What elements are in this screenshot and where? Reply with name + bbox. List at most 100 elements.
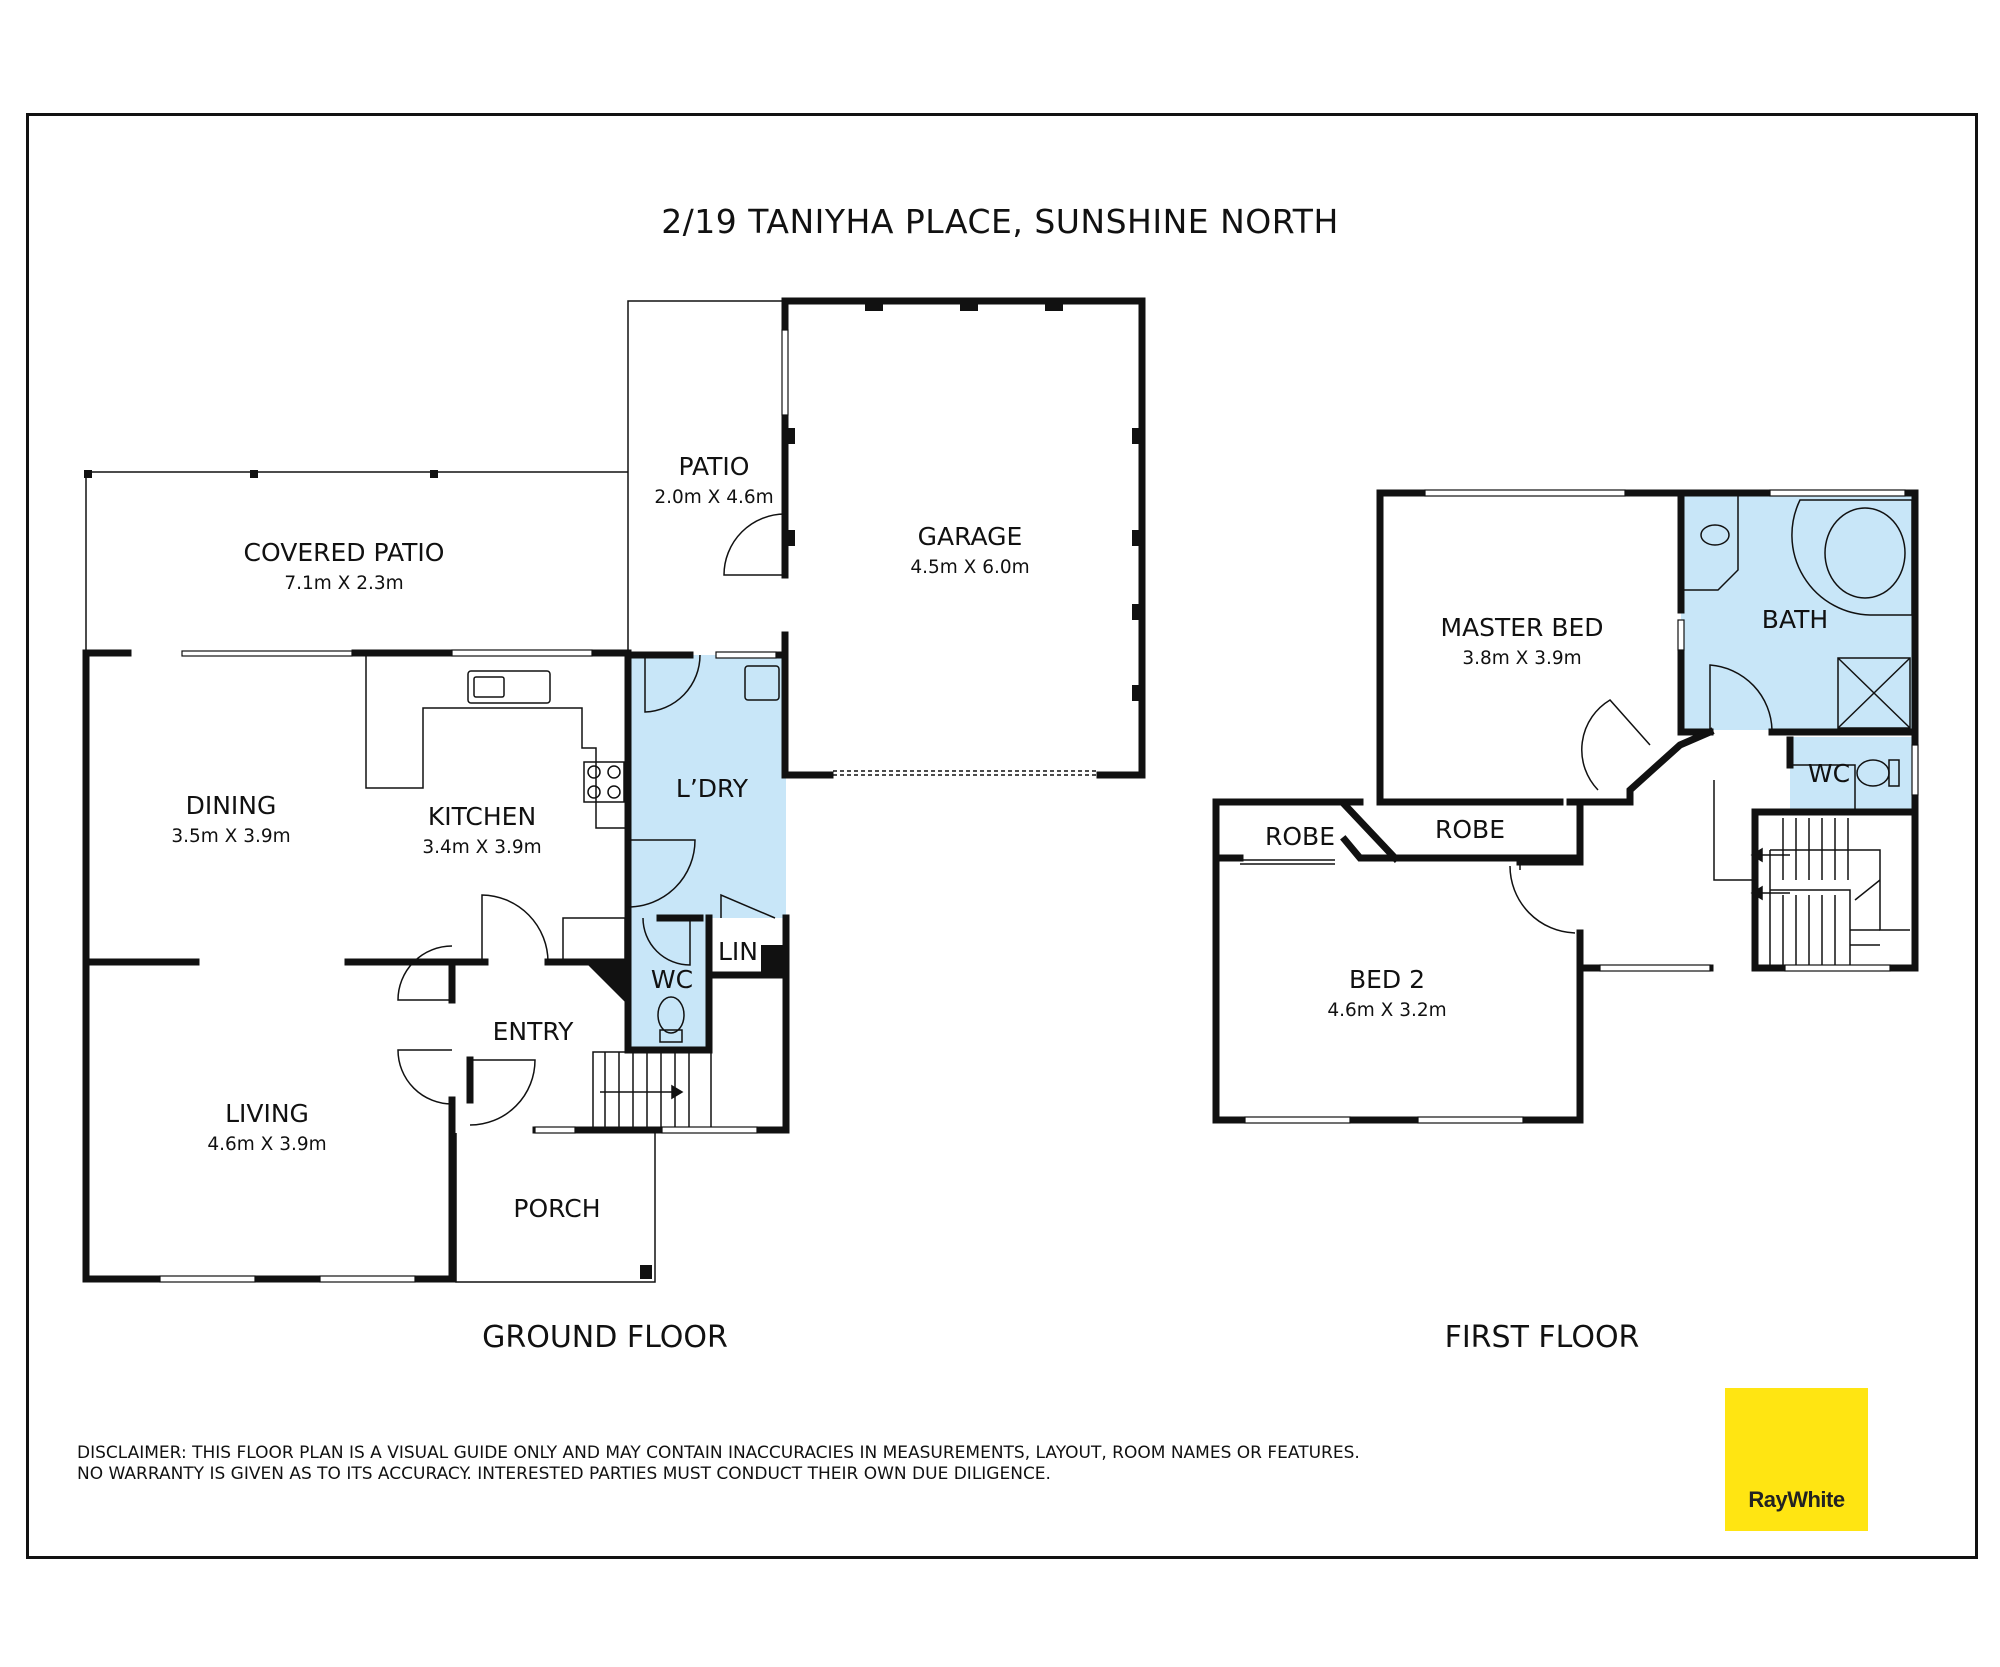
shower-cross bbox=[1837, 657, 1911, 729]
ground-wet-areas bbox=[629, 655, 786, 1048]
laundry-fill bbox=[629, 655, 786, 918]
window bbox=[1784, 964, 1891, 972]
spa-bath bbox=[1791, 499, 1913, 616]
stair-arrow bbox=[671, 1084, 684, 1100]
window bbox=[661, 1126, 758, 1134]
room-name: LIVING bbox=[225, 1099, 309, 1128]
toilet-cistern bbox=[1888, 759, 1900, 787]
first-room-labels: MASTER BED 3.8m X 3.9m BATH WC ROBE ROBE… bbox=[1265, 605, 1850, 1021]
stair-frame bbox=[1713, 780, 1756, 881]
ground-thin-lines bbox=[85, 300, 785, 1283]
wall-west bbox=[82, 649, 456, 1283]
room-name: WC bbox=[651, 965, 693, 994]
window bbox=[781, 329, 789, 416]
first-floor-plan: MASTER BED 3.8m X 3.9m BATH WC ROBE ROBE… bbox=[1212, 489, 1919, 1124]
post bbox=[1045, 301, 1063, 311]
room-name: L’DRY bbox=[676, 774, 749, 803]
vanity bbox=[1681, 496, 1739, 591]
room-dims: 3.5m X 3.9m bbox=[171, 826, 290, 847]
post bbox=[1132, 428, 1142, 444]
door-swing bbox=[469, 1059, 536, 1126]
post bbox=[640, 1265, 652, 1279]
sink-basin bbox=[473, 676, 505, 698]
room-dims: 3.8m X 3.9m bbox=[1462, 648, 1581, 669]
first-wet-areas bbox=[1681, 496, 1915, 809]
first-doors bbox=[1509, 664, 1856, 934]
room-name: WC bbox=[1808, 759, 1850, 788]
room-dims: 2.0m X 4.6m bbox=[654, 487, 773, 508]
post bbox=[585, 962, 628, 1005]
porch-outline bbox=[455, 1133, 656, 1283]
window bbox=[1677, 619, 1685, 651]
post bbox=[960, 301, 978, 311]
wall-master-outer bbox=[1376, 489, 1919, 806]
door-swing bbox=[1709, 664, 1773, 732]
room-name: ROBE bbox=[1265, 822, 1335, 851]
door-swing bbox=[397, 1049, 453, 1105]
bath-fill bbox=[1681, 496, 1915, 732]
wall-garage-laundry bbox=[781, 631, 834, 779]
ground-doors bbox=[397, 513, 786, 1126]
room-name: COVERED PATIO bbox=[244, 538, 445, 567]
window bbox=[1424, 489, 1626, 497]
ground-room-labels: COVERED PATIO 7.1m X 2.3m PATIO 2.0m X 4… bbox=[171, 452, 1029, 1223]
basin bbox=[1700, 524, 1730, 546]
post bbox=[250, 470, 258, 478]
room-dims: 4.5m X 6.0m bbox=[910, 557, 1029, 578]
window bbox=[1911, 744, 1919, 796]
door-swing bbox=[720, 893, 776, 919]
wall-hall-diag bbox=[1574, 727, 1715, 862]
room-name: PORCH bbox=[513, 1194, 600, 1223]
room-name: LIN bbox=[718, 937, 758, 966]
window bbox=[1417, 1116, 1524, 1124]
page-title: 2/19 TANIYHA PLACE, SUNSHINE NORTH bbox=[661, 202, 1339, 241]
window bbox=[715, 651, 777, 659]
laundry-tub bbox=[744, 665, 780, 701]
disclaimer: DISCLAIMER: THIS FLOOR PLAN IS A VISUAL … bbox=[77, 1443, 1577, 1485]
first-fixtures bbox=[1681, 496, 1913, 881]
window bbox=[451, 649, 593, 657]
room-name: BED 2 bbox=[1349, 965, 1425, 994]
door-swing bbox=[481, 894, 549, 963]
patio-outline bbox=[627, 300, 785, 655]
ground-floor-label: GROUND FLOOR bbox=[482, 1320, 728, 1355]
first-wc-fill bbox=[1790, 737, 1914, 809]
window bbox=[319, 1275, 416, 1283]
wall-bed2-outer bbox=[1212, 798, 1584, 1124]
door-swing bbox=[1509, 862, 1576, 934]
burner bbox=[607, 785, 621, 799]
stair-tread bbox=[1854, 879, 1881, 901]
first-walls bbox=[1212, 489, 1919, 1124]
ground-floor-plan: COVERED PATIO 7.1m X 2.3m PATIO 2.0m X 4… bbox=[82, 297, 1146, 1283]
disclaimer-line: DISCLAIMER: THIS FLOOR PLAN IS A VISUAL … bbox=[77, 1443, 1360, 1463]
room-dims: 4.6m X 3.9m bbox=[207, 1134, 326, 1155]
door-swing bbox=[723, 513, 786, 576]
window bbox=[181, 650, 353, 657]
burner bbox=[587, 765, 601, 779]
door-swing bbox=[627, 839, 696, 908]
door-swing bbox=[397, 945, 453, 1001]
door-swing bbox=[1790, 764, 1856, 810]
wall-wc-south bbox=[624, 914, 713, 1054]
post bbox=[84, 470, 92, 478]
page-frame bbox=[26, 113, 1978, 1559]
post bbox=[1132, 685, 1142, 701]
room-dims: 7.1m X 2.3m bbox=[284, 573, 403, 594]
room-name: PATIO bbox=[679, 452, 750, 481]
room-name: ENTRY bbox=[493, 1017, 575, 1046]
ground-stairs bbox=[600, 1052, 690, 1132]
first-windows bbox=[1244, 489, 1919, 1124]
disclaimer-line: NO WARRANTY IS GIVEN AS TO ITS ACCURACY.… bbox=[77, 1464, 1051, 1484]
toilet-icon bbox=[657, 996, 685, 1034]
door-swing bbox=[644, 654, 701, 713]
post bbox=[761, 945, 785, 975]
room-name: ROBE bbox=[1435, 815, 1505, 844]
ground-wc-fill bbox=[629, 918, 709, 1048]
logo-text: RayWhite bbox=[1748, 1487, 1845, 1512]
room-name: GARAGE bbox=[918, 522, 1023, 551]
ground-walls bbox=[82, 297, 1146, 1283]
room-name: MASTER BED bbox=[1440, 613, 1603, 642]
stair-outline bbox=[1770, 889, 1851, 968]
cooktop bbox=[583, 761, 625, 803]
